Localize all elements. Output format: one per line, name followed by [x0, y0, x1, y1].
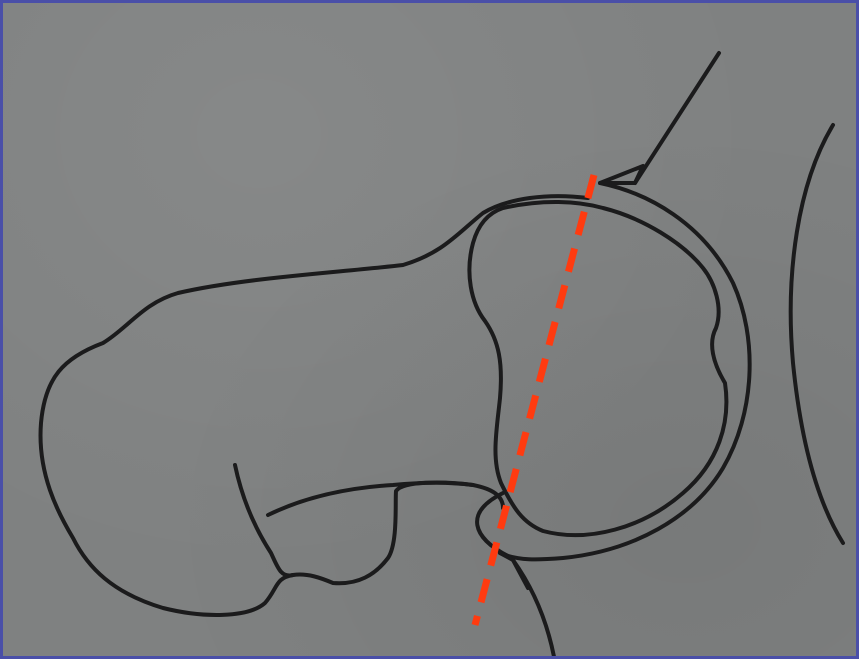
pelvic-wall-arc — [791, 125, 843, 543]
femoral-neck-inferior-line — [268, 483, 473, 515]
acetabulum-outline — [500, 183, 750, 559]
hip-joint-diagram — [3, 3, 859, 659]
femur-outline — [41, 196, 588, 615]
femoral-head-outline — [469, 202, 726, 535]
acetabular-rim-spur — [600, 166, 643, 183]
lesser-trochanter-line — [235, 465, 293, 576]
acetabular-roof-line — [635, 53, 719, 183]
